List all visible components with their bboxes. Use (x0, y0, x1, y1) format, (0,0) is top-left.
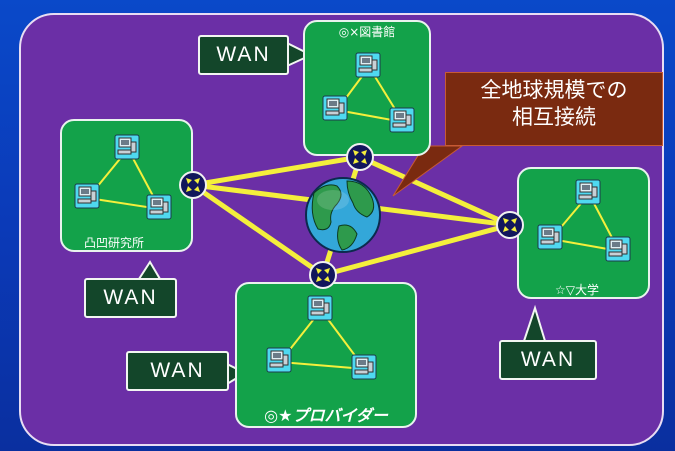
lan-label-lab: 凸凹研究所 (84, 236, 145, 250)
lan-university: ☆▽大学 (517, 167, 650, 299)
computer-icon (351, 354, 377, 380)
wan-label-university: WAN (499, 340, 597, 380)
link-library-lab (190, 154, 363, 188)
lan-provider: ◎★プロバイダー (235, 282, 417, 428)
globe-icon (305, 177, 381, 253)
router-icon (346, 143, 374, 171)
link-provider-university (320, 222, 513, 278)
lan-lab: 凸凹研究所 (60, 119, 193, 252)
computer-icon (146, 194, 172, 220)
callout-line-1: 全地球規模での (480, 78, 628, 102)
computer-icon (355, 52, 381, 78)
link-lab-provider (190, 182, 326, 278)
computer-icon (322, 95, 348, 121)
computer-icon (266, 347, 292, 373)
link-library-university (357, 154, 513, 228)
callout-line-2: 相互接続 (512, 105, 596, 129)
callout-pointer (392, 145, 464, 197)
wan-label-library: WAN (198, 35, 289, 75)
computer-icon (575, 179, 601, 205)
lan-label-library: ◎×図書館 (338, 25, 396, 39)
computer-icon (537, 224, 563, 250)
router-icon (309, 261, 337, 289)
router-icon (179, 171, 207, 199)
computer-icon (389, 107, 415, 133)
computer-icon (114, 134, 140, 160)
lan-label-university: ☆▽大学 (555, 283, 599, 297)
computer-icon (74, 183, 100, 209)
computer-icon (307, 295, 333, 321)
lan-links-library (336, 66, 404, 123)
lan-label-provider: ◎★プロバイダー (264, 406, 388, 425)
interconnection-callout: 全地球規模での 相互接続 (445, 72, 663, 146)
wan-label-lab: WAN (84, 278, 177, 318)
wan-label-provider: WAN (126, 351, 229, 391)
computer-icon (605, 236, 631, 262)
lan-library: ◎×図書館 (303, 20, 431, 156)
router-icon (496, 211, 524, 239)
